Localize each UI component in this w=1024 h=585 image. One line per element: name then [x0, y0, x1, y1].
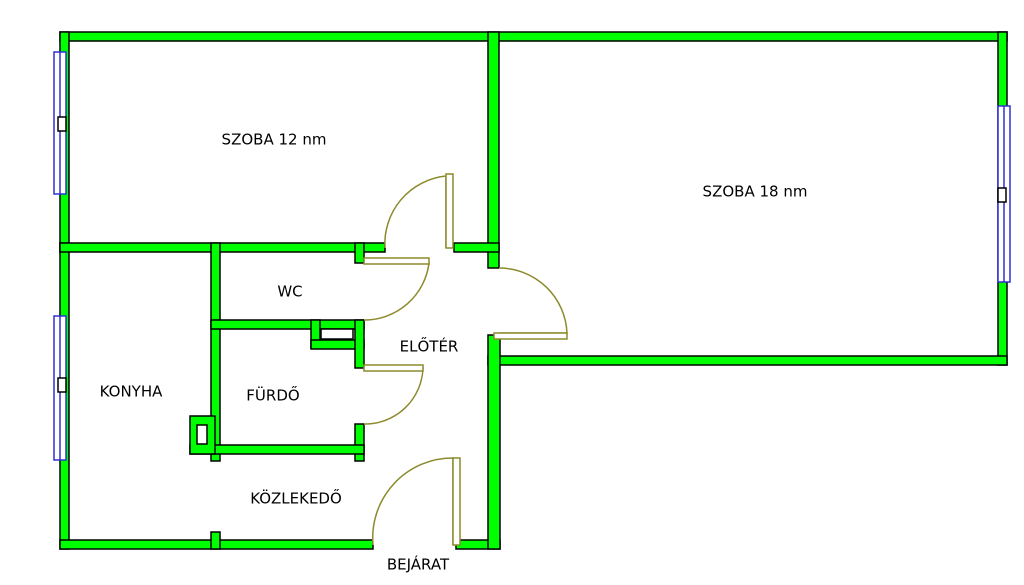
shaft-opening — [320, 328, 354, 340]
door-szoba18 — [493, 267, 568, 340]
chimney-flue — [196, 424, 208, 445]
door-szoba12 — [384, 173, 454, 249]
wall-szoba12-bottom-right — [453, 242, 500, 253]
wall-szoba12-bottom-left — [59, 242, 386, 253]
room-label-szoba-18: SZOBA 18 nm — [703, 183, 808, 201]
entrance-label: BEJÁRAT — [387, 555, 450, 574]
room-label-wc: WC — [277, 283, 302, 301]
room-label-konyha: KONYHA — [100, 383, 163, 401]
wall-konyha-right-low — [210, 531, 221, 550]
window-konyha — [53, 315, 67, 461]
room-label-kozlekedo: KÖZLEKEDŐ — [250, 488, 342, 508]
wall-mid-vertical — [487, 31, 500, 269]
wall-wc-right — [354, 242, 365, 264]
wall-eloter-right — [487, 334, 501, 550]
wall-furdo-right — [354, 319, 365, 369]
wall-szoba18-bottom — [487, 355, 1008, 366]
door-furdo — [363, 364, 424, 425]
wall-wc-bottom — [210, 319, 365, 330]
room-labels: SZOBA 12 nm SZOBA 18 nm WC ELŐTÉR KONYHA… — [100, 131, 808, 574]
wall-top — [59, 31, 1008, 42]
door-wc — [363, 257, 430, 321]
wall-furdo-bottom — [189, 444, 365, 455]
door-entrance — [371, 457, 461, 546]
wall-konyha-right — [210, 242, 221, 462]
room-label-furdo: FÜRDŐ — [246, 385, 299, 405]
room-label-eloter: ELŐTÉR — [400, 336, 459, 356]
room-label-szoba-12: SZOBA 12 nm — [222, 131, 327, 149]
window-szoba12 — [53, 51, 67, 195]
windows — [53, 51, 1011, 461]
wall-furdo-right-low — [354, 423, 365, 462]
doors — [363, 173, 568, 546]
window-szoba18 — [997, 105, 1011, 283]
